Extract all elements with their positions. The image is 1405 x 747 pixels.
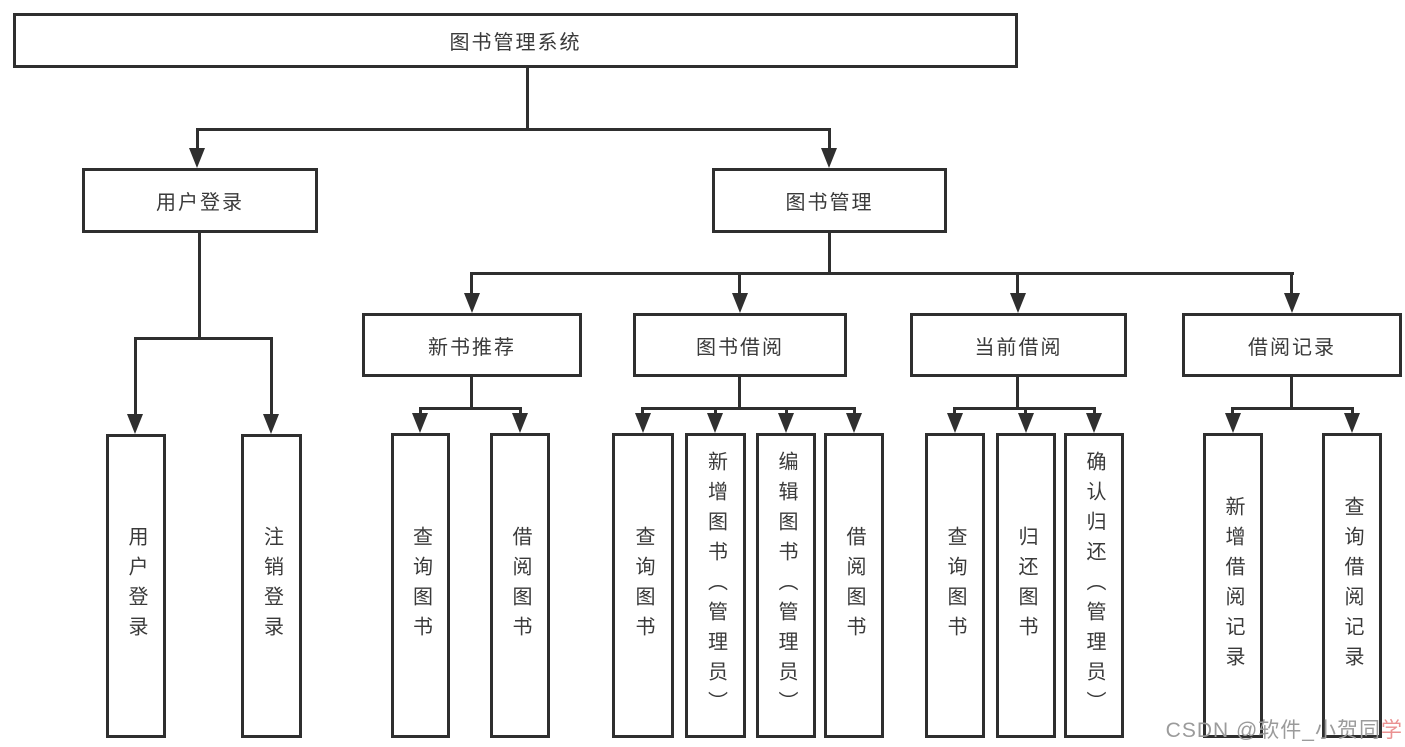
watermark-text-tail: 学	[1381, 719, 1403, 742]
node-user-login: 用户登录	[82, 168, 318, 233]
arrow-down-icon	[1225, 413, 1241, 433]
node-label: 查询图书	[409, 525, 432, 646]
node-logout: 注销登录	[241, 434, 302, 738]
connector-to-new-book	[470, 272, 473, 295]
node-label: 确认归还（管理员）	[1083, 450, 1105, 721]
node-query-borrow-record: 查询借阅记录	[1322, 433, 1382, 738]
connector-to-leaf	[953, 407, 956, 415]
connector-to-leaf	[1231, 407, 1234, 415]
arrow-down-icon	[512, 413, 528, 433]
connector-user-login-children	[134, 337, 273, 340]
connector-to-leaf	[519, 407, 522, 415]
connector-group	[1231, 407, 1354, 410]
connector-to-current-borrow	[1016, 272, 1019, 295]
node-current-borrow: 当前借阅	[910, 313, 1127, 377]
node-label: 新增图书（管理员）	[704, 450, 727, 721]
connector-to-leaf	[853, 407, 856, 415]
node-label: 注销登录	[260, 526, 283, 646]
node-label: 用户登录	[125, 526, 147, 646]
arrow-down-icon	[464, 293, 480, 313]
arrow-down-icon	[707, 413, 723, 433]
connector-to-leaf	[134, 337, 137, 414]
arrow-down-icon	[189, 148, 205, 168]
node-return-book: 归还图书	[996, 433, 1056, 738]
connector-to-leaf	[714, 407, 717, 415]
node-label: 编辑图书（管理员）	[775, 450, 797, 721]
arrow-down-icon	[1010, 293, 1026, 313]
node-label: 借阅记录	[1248, 336, 1336, 359]
node-label: 当前借阅	[974, 336, 1063, 359]
connector-to-leaf	[419, 407, 422, 415]
connector-group	[641, 407, 856, 410]
node-query-book: 查询图书	[925, 433, 985, 738]
node-query-book: 查询图书	[612, 433, 674, 738]
arrow-down-icon	[732, 293, 748, 313]
node-label: 新增借阅记录	[1222, 495, 1244, 676]
arrow-down-icon	[412, 413, 428, 433]
node-label: 借阅图书	[843, 525, 865, 646]
node-label: 图书管理	[785, 192, 874, 214]
node-add-borrow-record: 新增借阅记录	[1203, 433, 1263, 738]
arrow-down-icon	[1284, 293, 1300, 313]
node-label: 查询借阅记录	[1341, 495, 1363, 676]
connector-to-user-login	[196, 128, 199, 150]
node-add-book-admin: 新增图书（管理员）	[685, 433, 746, 738]
arrow-down-icon	[1018, 413, 1034, 433]
arrow-down-icon	[821, 148, 837, 168]
node-edit-book-admin: 编辑图书（管理员）	[756, 433, 816, 738]
connector-group-stem	[1290, 377, 1293, 407]
node-borrow-book: 借阅图书	[824, 433, 884, 738]
node-label: 借阅图书	[509, 525, 531, 646]
connector-to-leaf	[1024, 407, 1027, 415]
node-new-book-recommend: 新书推荐	[362, 313, 582, 377]
arrow-down-icon	[1344, 413, 1360, 433]
node-label: 图书管理系统	[449, 32, 582, 54]
arrow-down-icon	[1086, 413, 1102, 433]
arrow-down-icon	[947, 413, 963, 433]
node-borrow-book: 借阅图书	[490, 433, 550, 738]
connector-to-leaf	[785, 407, 788, 415]
connector-group	[419, 407, 522, 410]
connector-to-leaf	[1093, 407, 1096, 415]
connector-root-stem	[526, 68, 529, 128]
connector-group-stem	[470, 377, 473, 407]
connector-group-stem	[738, 377, 741, 407]
connector-level1	[196, 128, 831, 131]
node-library-management-system: 图书管理系统	[13, 13, 1018, 68]
node-confirm-return-admin: 确认归还（管理员）	[1064, 433, 1124, 738]
node-book-borrow: 图书借阅	[633, 313, 847, 377]
arrow-down-icon	[846, 413, 862, 433]
node-label: 查询图书	[944, 525, 966, 646]
csdn-watermark: CSDN @软件_小贺同学	[1166, 714, 1403, 744]
arrow-down-icon	[127, 414, 143, 434]
connector-to-leaf	[270, 337, 273, 414]
connector-to-leaf	[641, 407, 644, 415]
node-user-login-leaf: 用户登录	[106, 434, 166, 738]
connector-user-login-stem	[198, 233, 201, 337]
node-label: 用户登录	[156, 192, 244, 214]
connector-group-stem	[1016, 377, 1019, 407]
connector-to-book-management	[828, 128, 831, 150]
connector-level2	[470, 272, 1294, 275]
watermark-text: CSDN @软件_小贺同	[1165, 719, 1381, 742]
connector-to-leaf	[1351, 407, 1354, 415]
connector-book-management-stem	[828, 233, 831, 272]
node-query-book: 查询图书	[391, 433, 450, 738]
node-borrow-record: 借阅记录	[1182, 313, 1402, 377]
node-book-management: 图书管理	[712, 168, 947, 233]
node-label: 查询图书	[632, 525, 654, 646]
connector-to-borrow-record	[1290, 272, 1293, 295]
node-label: 归还图书	[1015, 525, 1037, 646]
node-label: 图书借阅	[696, 336, 784, 359]
arrow-down-icon	[778, 413, 794, 433]
arrow-down-icon	[635, 413, 651, 433]
arrow-down-icon	[263, 414, 279, 434]
node-label: 新书推荐	[428, 336, 516, 359]
connector-to-book-borrow	[738, 272, 741, 295]
